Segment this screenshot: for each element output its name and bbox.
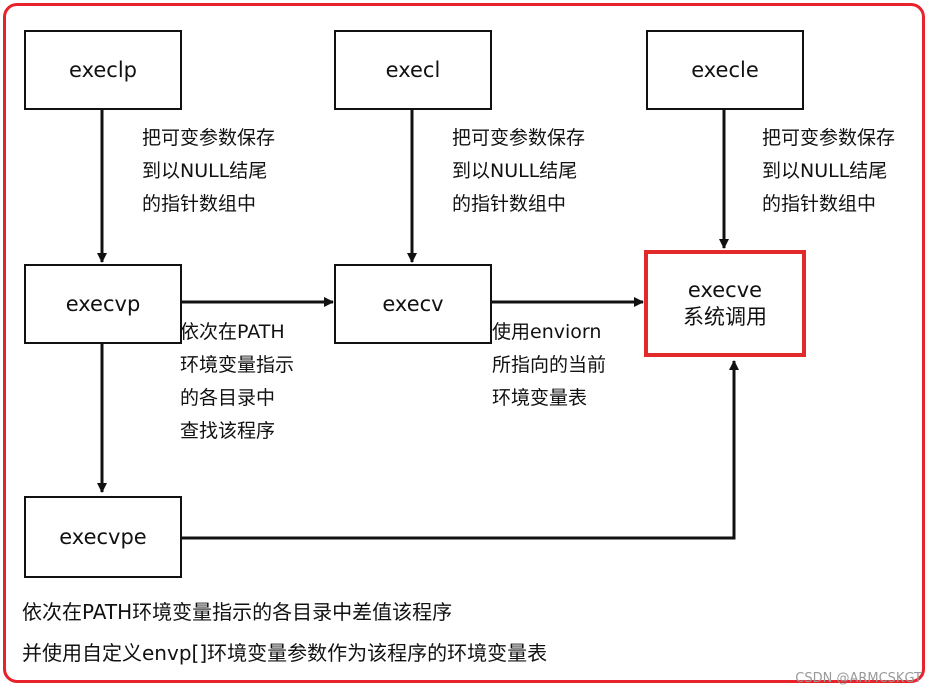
box-execv-label: execv xyxy=(382,291,444,316)
note-execv-to-execve: 使用enviorn 所指向的当前 环境变量表 xyxy=(492,321,607,409)
box-execle: execle xyxy=(646,30,804,110)
box-execvpe: execvpe xyxy=(24,496,182,578)
box-execv: execv xyxy=(334,264,492,344)
arrow-execvpe-execve xyxy=(182,360,739,540)
note-execlp-to-execvp: 把可变参数保存 到以NULL结尾 的指针数组中 xyxy=(142,127,276,215)
box-execve-sublabel: 系统调用 xyxy=(683,304,767,329)
box-execlp-label: execlp xyxy=(69,57,137,82)
box-execle-label: execle xyxy=(691,57,759,82)
note-execl-to-execv: 把可变参数保存 到以NULL结尾 的指针数组中 xyxy=(452,127,586,215)
box-execve-label: execve xyxy=(687,278,763,303)
box-execvpe-label: execvpe xyxy=(59,524,147,549)
box-execl: execl xyxy=(334,30,492,110)
box-execl-label: execl xyxy=(385,57,441,82)
box-execvp: execvp xyxy=(24,264,182,344)
box-execvp-label: execvp xyxy=(65,291,141,316)
box-execlp: execlp xyxy=(24,30,182,110)
outer-frame xyxy=(3,3,925,683)
footer-line-2: 并使用自定义envp[]环境变量参数作为该程序的环境变量表 xyxy=(22,641,548,665)
watermark: CSDN @ARMCSKGT xyxy=(795,671,922,686)
note-execvp-to-execv: 依次在PATH 环境变量指示 的各目录中 查找该程序 xyxy=(180,321,295,442)
note-execle-to-execve: 把可变参数保存 到以NULL结尾 的指针数组中 xyxy=(762,127,896,215)
footer-line-1: 依次在PATH环境变量指示的各目录中差值该程序 xyxy=(22,600,453,624)
box-execve: execve 系统调用 xyxy=(644,250,806,357)
